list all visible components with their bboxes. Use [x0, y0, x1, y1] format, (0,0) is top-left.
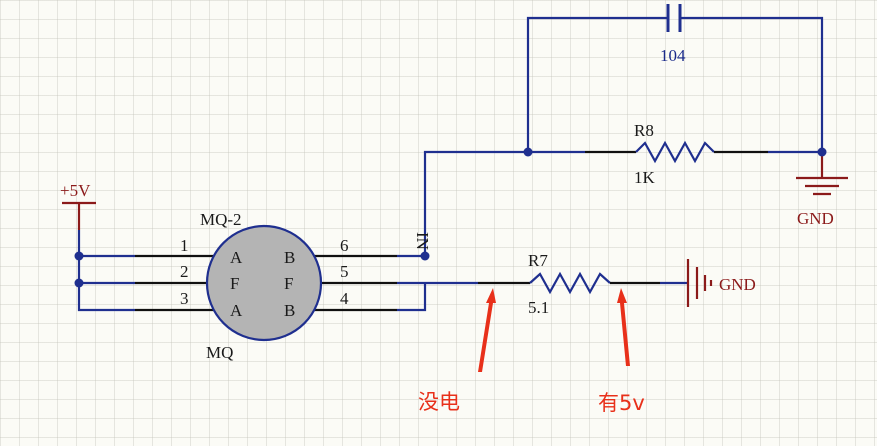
wire-cap-left — [526, 16, 668, 152]
arrow-has-5v — [617, 288, 630, 366]
pin-number-3: 3 — [180, 289, 189, 308]
wire-cap-right — [680, 16, 824, 152]
r7-designator: R7 — [528, 251, 548, 270]
inner-right-b-bottom: B — [284, 301, 295, 320]
mq2-sensor: MQ-2 MQ 1 2 3 6 5 4 A F A B F B — [180, 210, 349, 362]
gnd-right-symbol: GND — [686, 259, 756, 307]
gnd-right-label: GND — [719, 275, 756, 294]
power-label: +5V — [60, 181, 91, 200]
sensor-designator: MQ-2 — [200, 210, 242, 229]
junction-dot — [817, 147, 827, 157]
net-label-in: IN — [413, 232, 432, 250]
r8-resistor — [635, 140, 715, 164]
r8-branch: R8 1K — [423, 121, 822, 256]
power-5v: +5V — [60, 181, 96, 230]
junction-dot — [74, 278, 84, 288]
arrow-no-power — [478, 288, 496, 372]
inner-left-a-bottom: A — [230, 301, 243, 320]
junctions — [74, 147, 827, 288]
sensor-body — [205, 224, 323, 342]
annotation-no-power: 没电 — [418, 288, 496, 414]
pin-number-6: 6 — [340, 236, 349, 255]
pin-number-4: 4 — [340, 289, 349, 308]
capacitor-branch: 104 — [526, 4, 824, 152]
note-has-5v: 有5v — [598, 391, 645, 415]
r8-value: 1K — [634, 168, 656, 187]
gnd-top-label: GND — [797, 209, 834, 228]
wire-in-up — [423, 150, 528, 256]
junction-dot — [420, 251, 430, 261]
pin-number-5: 5 — [340, 262, 349, 281]
inner-right-b-top: B — [284, 248, 295, 267]
inner-left-f: F — [230, 274, 239, 293]
annotation-has-5v: 有5v — [598, 288, 645, 415]
r7-resistor — [529, 271, 611, 295]
wire-pin4 — [397, 283, 427, 312]
r8-designator: R8 — [634, 121, 654, 140]
note-no-power: 没电 — [418, 390, 460, 414]
inner-right-f: F — [284, 274, 293, 293]
r7-branch: R7 5.1 — [478, 251, 688, 317]
pin-number-1: 1 — [180, 236, 189, 255]
wire-left-bus — [77, 230, 135, 312]
junction-dot — [74, 251, 84, 261]
r7-value: 5.1 — [528, 298, 549, 317]
pin-number-2: 2 — [180, 262, 189, 281]
junction-dot — [523, 147, 533, 157]
sensor-name: MQ — [206, 343, 233, 362]
gnd-top-symbol: GND — [796, 152, 848, 228]
inner-left-a-top: A — [230, 248, 243, 267]
capacitor-value: 104 — [660, 46, 686, 65]
